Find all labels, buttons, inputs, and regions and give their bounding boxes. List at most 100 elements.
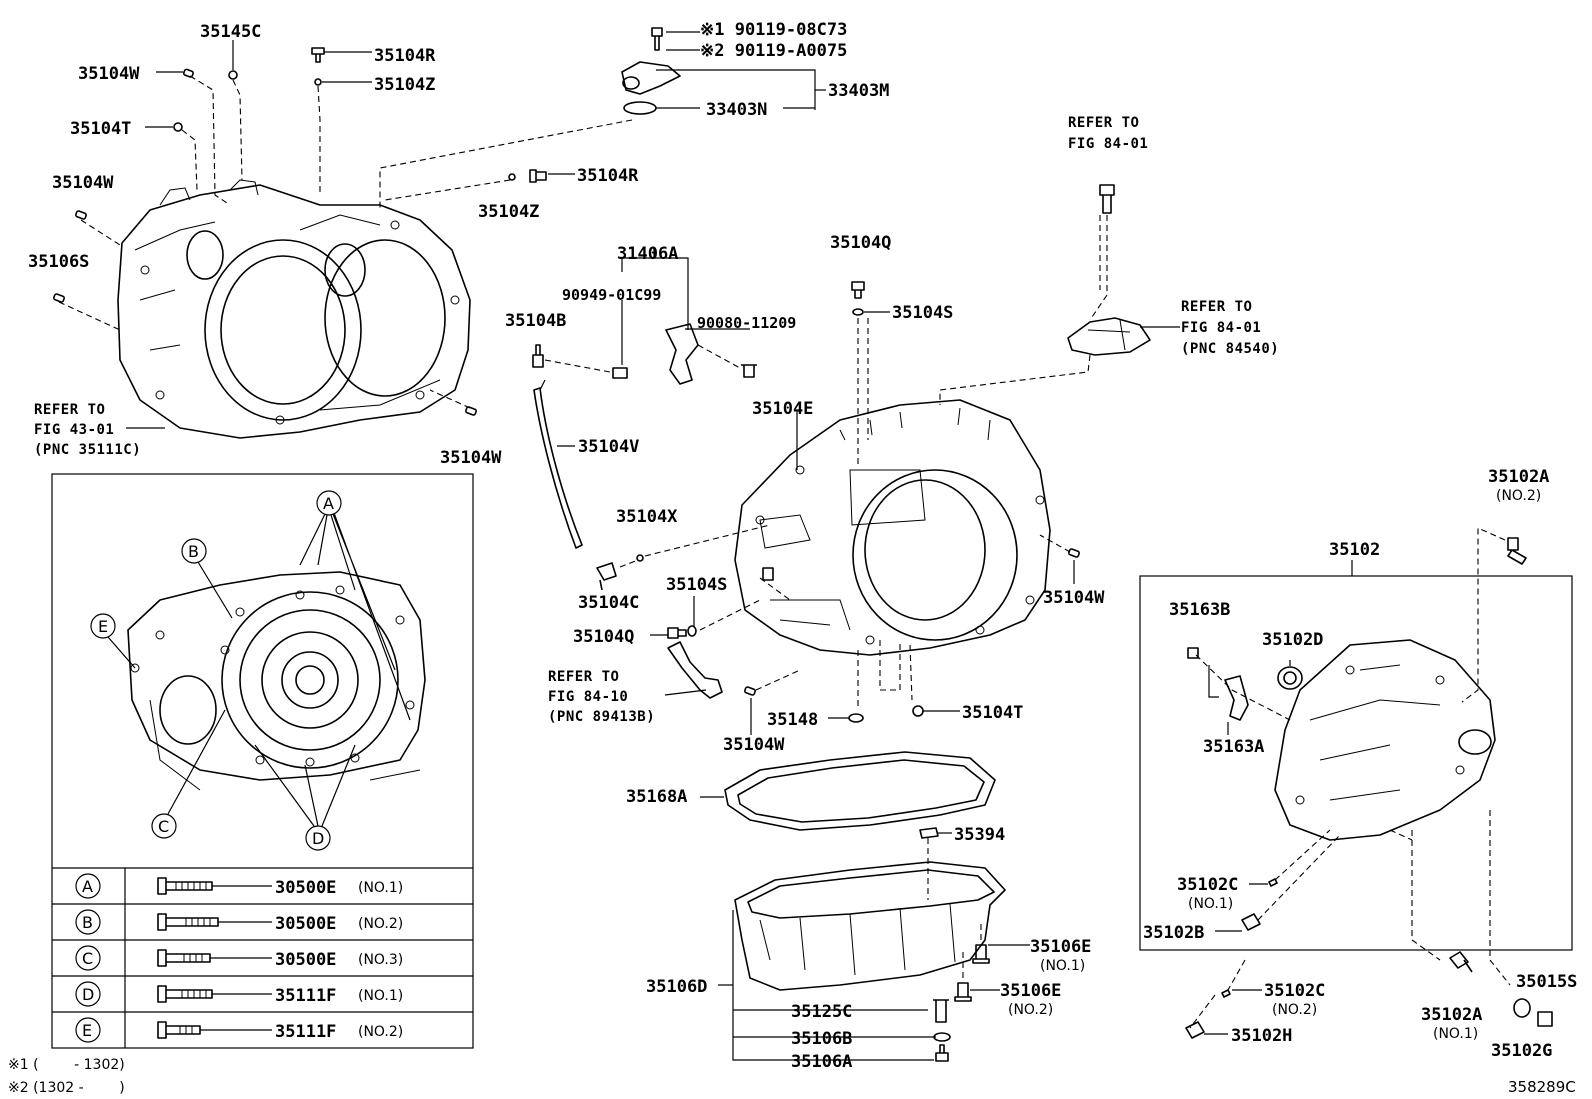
label-35163A: 35163A [1203,737,1264,757]
label-35102A-bot: 35102A [1421,1005,1482,1025]
table-part: 30500E [275,950,336,970]
ref-fig-43-01-line1: REFER TO [34,402,105,418]
label-35102H: 35102H [1231,1026,1292,1046]
ref-fig-84-01-b-line1: REFER TO [1181,299,1252,315]
label-35125C: 35125C [791,1002,852,1022]
figure-id: 358289C [1508,1078,1576,1096]
bolt-icon-d [157,985,272,1003]
label-35104B: 35104B [505,311,566,331]
bolt-icon-b [157,913,272,931]
label-35104V: 35104V [578,437,639,457]
label-35163B: 35163B [1169,600,1230,620]
bolt-icon-a [157,877,272,895]
label-35106A: 35106A [791,1052,852,1072]
transaxle-case [734,399,1051,656]
label-35102A-top: 35102A [1488,467,1549,487]
label-35104W-5: 35104W [723,735,785,755]
ref-fig-43-01-line2: FIG 43-01 [34,422,114,438]
table-row: B 30500E (NO.2) [82,913,403,934]
table-note: (NO.2) [358,1024,403,1040]
callout-a: A [323,494,334,513]
table-row: E 35111F (NO.2) [82,1021,403,1042]
label-35104W-1: 35104W [78,64,140,84]
ref-fig-84-01-a-line1: REFER TO [1068,115,1139,131]
label-35102C-2: 35102C [1264,981,1325,1001]
table-note: (NO.2) [358,916,403,932]
bolt-detail-panel [51,473,474,1049]
label-35106E-2-note: (NO.2) [1008,1002,1053,1018]
label-35104C: 35104C [578,593,639,613]
table-part: 30500E [275,878,336,898]
label-35102C-2-note: (NO.2) [1272,1002,1317,1018]
callout-e: E [98,617,108,636]
ref-fig-84-10-line3: (PNC 89413B) [548,709,655,725]
bolt-icon-e [157,1021,272,1039]
leaders-top-left [58,40,633,409]
table-note: (NO.1) [358,988,403,1004]
label-35104S-mid: 35104S [666,575,727,595]
oil-pan-gasket [700,751,996,900]
transaxle-housing [117,179,471,439]
label-35106D: 35106D [646,977,707,997]
label-90949-01C99: 90949-01C99 [562,286,661,304]
case-plugs [650,281,1080,735]
label-35102A-top-note: (NO.2) [1496,488,1541,504]
speed-sensor-assembly [621,27,826,115]
label-35106B: 35106B [791,1029,852,1049]
table-note: (NO.1) [358,880,403,896]
table-letter: E [82,1021,92,1040]
label-35015S: 35015S [1516,972,1577,992]
extension-housing-bolts [1185,951,1553,1039]
footnote-1: ※1 ( - 1302) [8,1057,125,1073]
label-35104W-2: 35104W [52,173,114,193]
ref-fig-84-01-b-line3: (PNC 84540) [1181,341,1279,357]
table-note: (NO.3) [358,952,403,968]
ref-fig-43-01-line3: (PNC 35111C) [34,442,141,458]
bolt-icon-c [157,949,272,967]
label-35102A-bot-note: (NO.1) [1433,1026,1478,1042]
label-33403N: 33403N [706,100,767,120]
label-35104T-1: 35104T [70,119,131,139]
ref-fig-84-10-line2: FIG 84-10 [548,689,628,705]
bolt-table: A 30500E (NO.1) B 30500E (NO.2) C 30500E… [82,877,403,1042]
label-35104T-2: 35104T [962,703,1023,723]
label-90080-11209: 90080-11209 [697,314,796,332]
label-35394: 35394 [954,825,1005,845]
label-35106S: 35106S [28,252,89,272]
label-35104Z-mid: 35104Z [478,202,539,222]
label-35106E-1-note: (NO.1) [1040,958,1085,974]
label-35104Q-mid: 35104Q [573,627,634,647]
label-35102: 35102 [1329,540,1380,560]
neutral-switch [939,184,1180,405]
table-part: 30500E [275,914,336,934]
label-35104X: 35104X [616,507,678,527]
label-35102D: 35102D [1262,630,1323,650]
label-35104W-3: 35104W [440,448,502,468]
footnote-2: ※2 (1302 - ) [8,1080,125,1096]
label-33403M: 33403M [828,81,889,101]
label-35104E: 35104E [752,399,813,419]
label-35102G: 35102G [1491,1041,1552,1061]
oil-pan [718,861,1030,1062]
table-row: A 30500E (NO.1) [82,877,403,898]
label-35104Q-top: 35104Q [830,233,891,253]
label-35148: 35148 [767,710,818,730]
label-35102C-1: 35102C [1177,875,1238,895]
label-35104S-top: 35104S [892,303,953,323]
label-35106E-2: 35106E [1000,981,1061,1001]
table-part: 35111F [275,986,336,1006]
callout-c: C [158,817,169,836]
table-part: 35111F [275,1022,336,1042]
ref-fig-84-10-line1: REFER TO [548,669,619,685]
label-31406A: 31406A [617,244,678,264]
label-35102C-1-note: (NO.1) [1188,896,1233,912]
extension-housing-group [1139,527,1573,986]
ref-fig-84-01-b-line2: FIG 84-01 [1181,320,1261,336]
label-35102B: 35102B [1143,923,1204,943]
callout-d: D [312,829,324,848]
table-letter: A [82,877,93,896]
label-90119-A0075: ※2 90119-A0075 [700,41,847,61]
label-90119-08C73: ※1 90119-08C73 [700,20,847,40]
label-35104R-top: 35104R [374,46,436,66]
table-letter: D [82,985,94,1004]
